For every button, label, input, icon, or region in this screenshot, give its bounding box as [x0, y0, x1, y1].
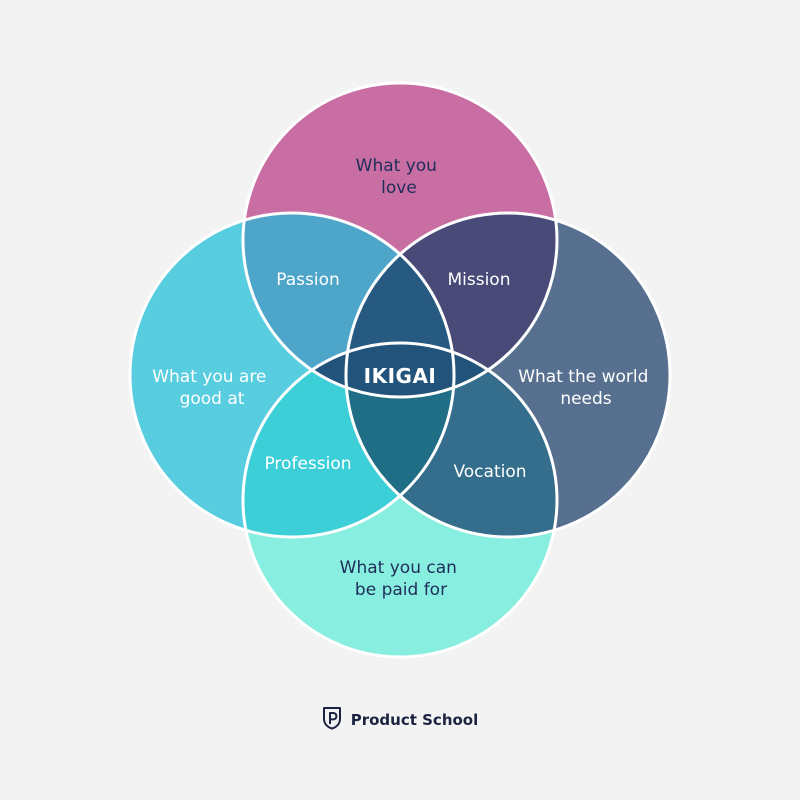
brand-name: Product School	[350, 711, 479, 729]
label-ikigai: IKIGAI	[364, 364, 437, 388]
product-school-shield-icon	[322, 706, 342, 734]
label-what-you-love: What you love	[356, 156, 443, 198]
label-mission: Mission	[447, 270, 510, 290]
circle-outlines	[128, 81, 672, 659]
label-vocation: Vocation	[453, 462, 526, 482]
label-profession: Profession	[264, 454, 351, 474]
label-passion: Passion	[276, 270, 340, 290]
brand-footer: Product School	[0, 706, 800, 734]
label-what-the-world-needs: What the world needs	[518, 367, 654, 409]
label-what-you-are-good-at: What you are good at	[152, 367, 272, 409]
label-what-you-can-be-paid-for: What you can be paid for	[340, 558, 463, 600]
region-ikigai-core	[243, 343, 557, 397]
